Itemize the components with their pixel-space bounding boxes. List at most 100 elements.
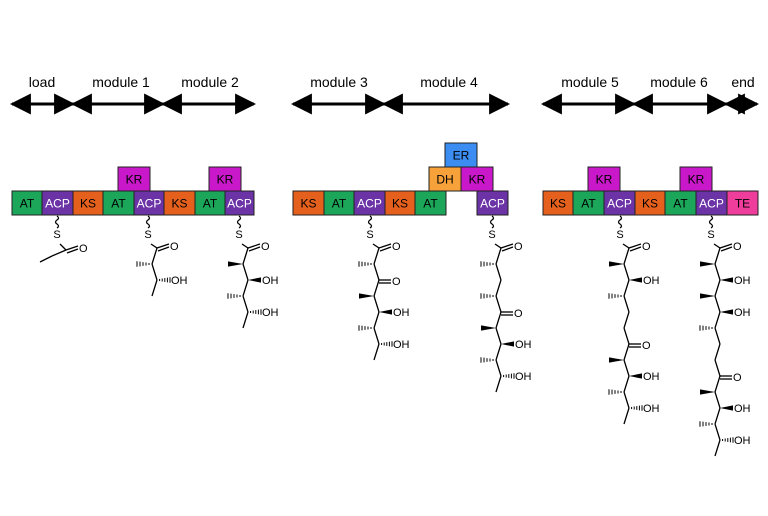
domain-dh-g2-dh: DH — [428, 166, 462, 192]
bond — [378, 243, 392, 249]
hydroxyl-group: OH — [643, 275, 660, 287]
bond — [495, 247, 502, 265]
sulfur-atom: S — [616, 229, 623, 241]
domain-label: ER — [453, 149, 470, 163]
bond — [714, 391, 721, 409]
sulfur-atom: S — [144, 229, 151, 241]
wedge-bond — [720, 309, 733, 315]
sulfur-atom: S — [235, 229, 242, 241]
bond — [242, 311, 249, 329]
hydroxyl-group: OH — [393, 339, 410, 351]
bond — [714, 343, 721, 361]
bond — [151, 263, 158, 281]
wavy-bond — [708, 215, 714, 229]
domain-acp-g2-5: ACP — [476, 190, 509, 216]
hydroxyl-group: OH — [393, 307, 410, 319]
bond — [623, 327, 630, 345]
domain-at-g2-1: AT — [323, 190, 355, 216]
bond — [150, 243, 158, 249]
bond — [495, 343, 502, 361]
bond — [622, 243, 630, 249]
domain-label: ACP — [45, 197, 70, 211]
bond — [495, 359, 502, 377]
domain-kr-g3-kr-1: KR — [679, 166, 713, 192]
domain-label: TE — [735, 197, 750, 211]
domain-label: ACP — [357, 197, 382, 211]
bond — [623, 375, 630, 393]
domain-acp-g1-1: ACP — [41, 190, 74, 216]
bond — [713, 243, 721, 249]
sulfur-atom: S — [53, 229, 60, 241]
carbonyl-oxygen: O — [642, 241, 651, 253]
hydroxyl-group: OH — [734, 307, 751, 319]
wedge-bond — [379, 309, 392, 315]
carbonyl-oxygen: O — [514, 241, 523, 253]
domain-label: KS — [171, 197, 187, 211]
bond — [242, 295, 249, 313]
bond — [51, 249, 67, 257]
carbonyl-oxygen: O — [733, 372, 742, 384]
bond — [623, 279, 630, 297]
domain-label: ACP — [137, 197, 162, 211]
wedge-bond — [228, 261, 243, 267]
domain-label: AT — [673, 197, 688, 211]
module-label-6: module 6 — [650, 74, 708, 90]
domain-label: AT — [332, 197, 347, 211]
domain-label: KR — [469, 173, 486, 187]
bond — [242, 263, 249, 281]
domain-label: AT — [203, 197, 218, 211]
bond — [373, 247, 380, 265]
bond — [59, 243, 67, 251]
bond — [628, 243, 642, 249]
domain-label: AT — [581, 197, 596, 211]
domain-at-g1-0: AT — [11, 190, 43, 216]
bond — [373, 295, 380, 313]
bond — [714, 327, 721, 345]
domain-label: KS — [392, 197, 408, 211]
domain-ks-g3-0: KS — [542, 190, 574, 216]
domain-label: KS — [550, 197, 566, 211]
bond — [714, 375, 721, 393]
bond — [495, 263, 502, 281]
domain-label: KS — [300, 197, 316, 211]
domain-kr-g1-kr-1: KR — [208, 166, 242, 192]
bond — [719, 243, 733, 249]
bond — [501, 246, 514, 252]
domain-label: KS — [642, 197, 658, 211]
hydroxyl-group: OH — [734, 403, 751, 415]
wavy-bond — [617, 215, 623, 229]
domain-label: KS — [80, 197, 96, 211]
domain-acp-g1-7: ACP — [224, 190, 255, 216]
bond — [241, 243, 249, 249]
bond — [714, 279, 721, 297]
bond — [714, 359, 721, 377]
bond — [720, 246, 733, 252]
domain-label: AT — [20, 197, 35, 211]
domain-er-g2-er: ER — [444, 142, 478, 168]
bond — [714, 295, 721, 313]
sulfur-atom: S — [707, 229, 714, 241]
domain-at-g3-1: AT — [572, 190, 605, 216]
bond — [714, 263, 721, 281]
bond — [151, 247, 158, 265]
bond — [495, 279, 502, 297]
bond — [156, 243, 170, 249]
wedge-bond — [720, 405, 733, 411]
carbonyl-oxygen: O — [79, 243, 88, 255]
bond — [714, 407, 721, 425]
domain-at-g1-6: AT — [194, 190, 226, 216]
bond — [495, 295, 502, 313]
bond — [495, 375, 502, 393]
domain-label: ACP — [480, 197, 505, 211]
bond — [623, 391, 630, 409]
sulfur-atom: S — [488, 229, 495, 241]
domain-label: KR — [126, 173, 143, 187]
carbonyl-oxygen: O — [514, 308, 523, 320]
carbonyl-oxygen: O — [261, 241, 270, 253]
domain-kr-g1-kr-0: KR — [117, 166, 151, 192]
bond — [629, 246, 642, 252]
domain-at-g1-3: AT — [102, 190, 135, 216]
domain-label: ACP — [607, 197, 632, 211]
